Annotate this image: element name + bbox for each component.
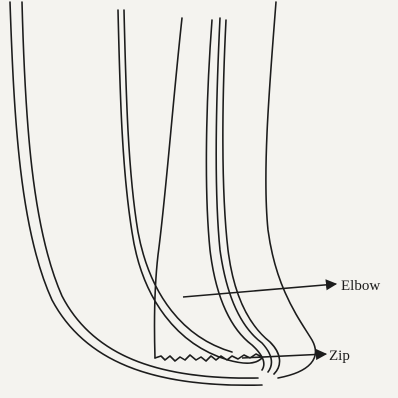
outer-right-line [266,2,316,378]
zip-label: Zip [329,348,350,364]
inner-wall-line-1 [118,10,262,363]
outer-wall-line-2 [22,2,258,378]
elbow-label: Elbow [341,278,380,294]
elbow-arrow [183,284,336,297]
tube-right-wall-1 [206,20,263,370]
